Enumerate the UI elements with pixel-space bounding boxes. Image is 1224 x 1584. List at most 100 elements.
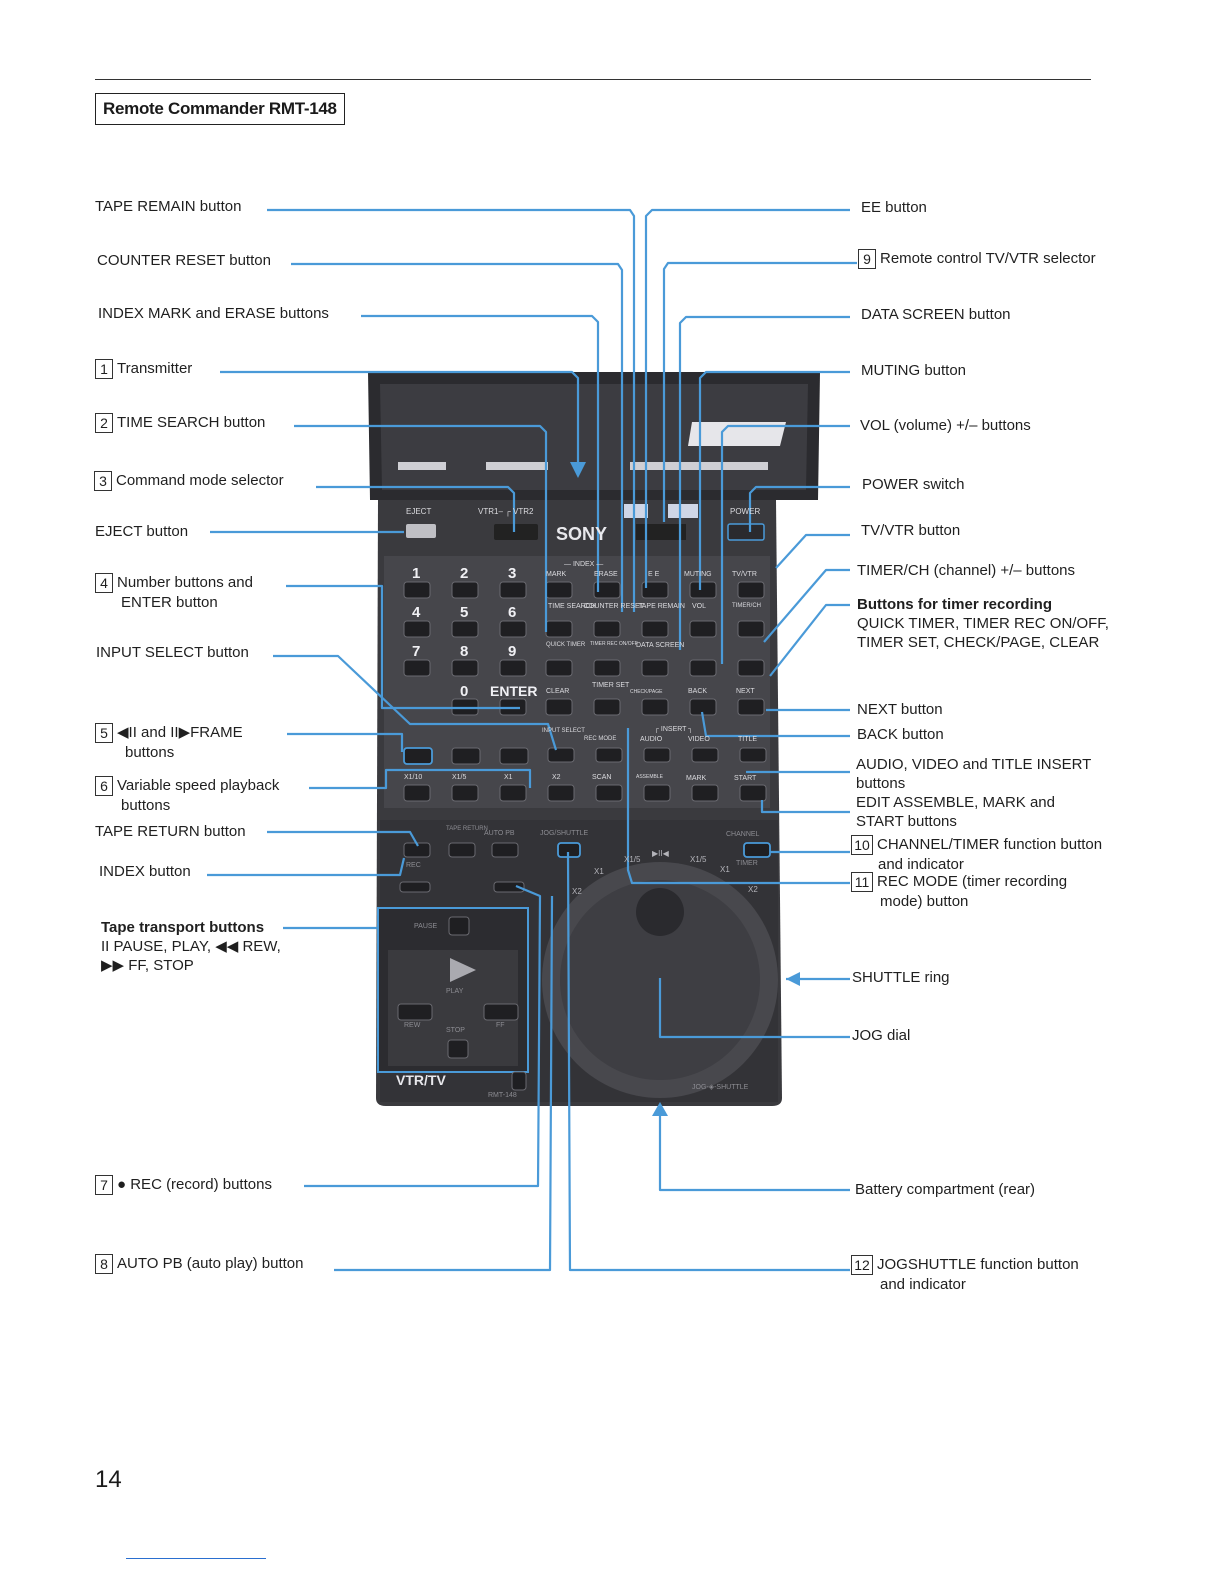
leader-line	[748, 485, 850, 532]
leader-line	[626, 728, 850, 885]
function-key	[593, 620, 621, 638]
label-eject: EJECT button	[95, 523, 189, 540]
leader-line	[309, 768, 532, 790]
leader-line	[700, 711, 850, 738]
label-muting: MUTING button	[861, 362, 967, 379]
number-key	[499, 620, 527, 638]
label-data-screen: DATA SCREEN button	[861, 306, 1011, 323]
printed-erase: ERASE	[594, 571, 618, 578]
leader-line	[291, 262, 624, 612]
printed-start: START	[734, 775, 757, 782]
printed-counter-reset: COUNTER RESET	[584, 603, 644, 610]
printed-tape-remain: TAPE REMAIN	[638, 603, 685, 610]
callout-number: 4	[95, 573, 113, 593]
frame-key	[451, 747, 481, 765]
number-key	[451, 620, 479, 638]
leader-line	[294, 424, 548, 632]
function-key	[545, 620, 573, 638]
frame-key	[403, 747, 433, 765]
printed-clear: CLEAR	[546, 688, 570, 695]
function-key	[593, 698, 621, 716]
printed-time-search: TIME SEARCH	[548, 603, 596, 610]
label-input-select: INPUT SELECT button	[96, 644, 249, 661]
play-icon	[450, 958, 476, 982]
number-key	[451, 581, 479, 599]
leader-line	[720, 424, 850, 664]
key-digit: 8	[460, 643, 469, 660]
function-key	[689, 581, 717, 599]
callout-number: 11	[851, 872, 873, 892]
key-digit: 1	[412, 565, 421, 582]
label-battery: Battery compartment (rear)	[855, 1181, 1036, 1198]
frame-key	[499, 747, 529, 765]
leader-line	[273, 654, 558, 751]
function-key	[641, 698, 669, 716]
printed-check-page: CHECK/PAGE	[630, 689, 663, 695]
printed-ee: E E	[648, 571, 660, 578]
function-key	[641, 581, 669, 599]
leader-line	[760, 800, 850, 814]
speed-key	[643, 784, 671, 802]
printed-mark: MARK	[686, 775, 707, 782]
leader-line	[769, 603, 850, 677]
function-key	[641, 659, 669, 677]
printed-vol: VOL	[692, 603, 707, 610]
key-digit: 6	[508, 604, 517, 621]
stop-key	[447, 1039, 469, 1059]
button-grid	[397, 581, 771, 1091]
printed-ff: FF	[496, 1022, 505, 1029]
key-digit: 2	[460, 565, 469, 582]
printed-assemble: ASSEMBLE	[636, 774, 663, 780]
top-rule	[95, 79, 1091, 80]
printed-audio: AUDIO	[640, 736, 663, 743]
shuttle-mark: X2	[572, 887, 582, 896]
shuttle-mark: X1/5	[624, 855, 641, 864]
number-key	[499, 659, 527, 677]
leader-line	[267, 830, 419, 847]
printed-timer-ch: TIMER/CH	[732, 603, 761, 609]
leader-line	[658, 978, 850, 1039]
printed-rec-mode: REC MODE	[584, 736, 617, 742]
leader-line	[304, 884, 542, 1188]
printed-index-group: — INDEX —	[564, 561, 604, 568]
callout-number: 3	[94, 471, 112, 491]
printed-speed: SCAN	[592, 774, 612, 781]
printed-timer: TIMER	[736, 860, 758, 867]
number-key	[451, 659, 479, 677]
function-key	[689, 659, 717, 677]
label-timer-ch: TIMER/CH (channel) +/– buttons	[857, 562, 1076, 579]
key-digit: 7	[412, 643, 421, 660]
number-key	[499, 581, 527, 599]
printed-stop: STOP	[446, 1027, 465, 1034]
battery-arrow	[652, 1102, 668, 1116]
callout-number: 2	[95, 413, 113, 433]
tv-vtr-switch	[511, 1071, 527, 1091]
label-tape-return: TAPE RETURN button	[95, 823, 246, 840]
printed-speed: X1/10	[404, 774, 423, 781]
printed-input-select: INPUT SELECT	[542, 728, 585, 734]
leader-line	[220, 370, 580, 462]
shuttle-mark: X2	[748, 885, 758, 894]
function-key	[641, 620, 669, 638]
number-key	[403, 581, 431, 599]
label-index-mark-erase: INDEX MARK and ERASE buttons	[98, 305, 329, 322]
transmitter-flap	[368, 372, 820, 500]
label-counter-reset: COUNTER RESET button	[97, 252, 271, 269]
leader-line	[678, 315, 850, 650]
callout-number: 9	[858, 249, 876, 269]
top-row-buttons	[406, 504, 765, 541]
printed-title: TITLE	[738, 736, 758, 743]
speed-key	[739, 784, 767, 802]
label-index: INDEX button	[99, 863, 191, 880]
number-key	[403, 659, 431, 677]
